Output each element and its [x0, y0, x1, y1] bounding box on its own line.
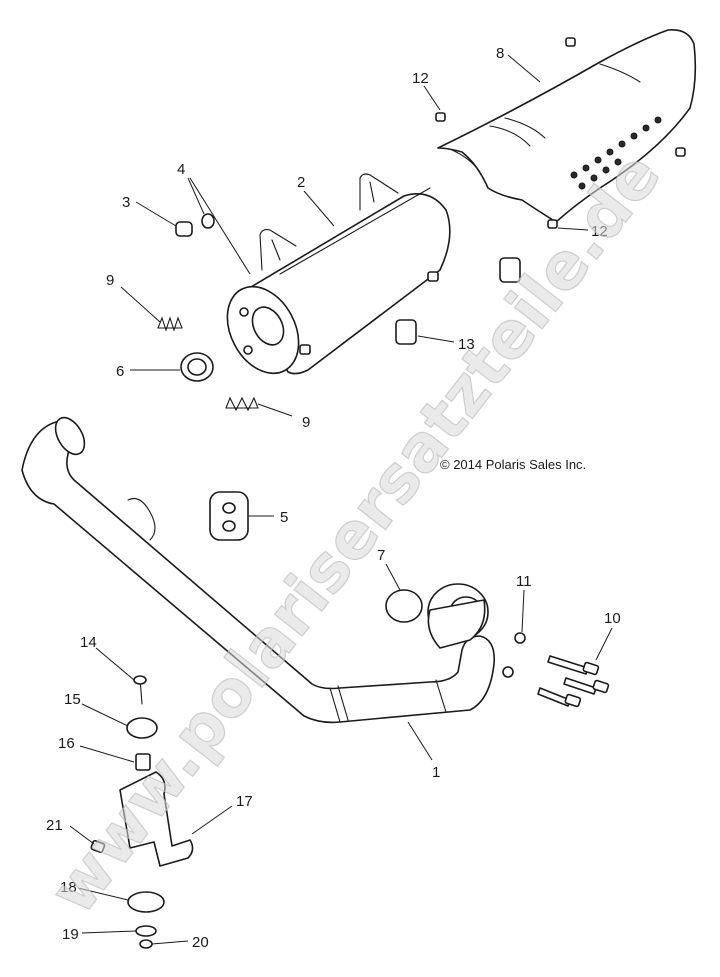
- callout-14: 14: [80, 634, 97, 651]
- callout-1: 1: [432, 764, 440, 781]
- washer-19: [135, 925, 157, 937]
- bolt-21: [90, 839, 106, 853]
- heat-shield-vent-holes: [570, 116, 662, 190]
- callout-9-bottom: 9: [302, 414, 310, 431]
- callout-11: 11: [516, 573, 532, 590]
- exhaust-pipe: [21, 416, 496, 724]
- callout-8: 8: [496, 45, 504, 62]
- callout-21: 21: [46, 817, 63, 834]
- callout-2: 2: [297, 174, 305, 191]
- bolts-10: [537, 655, 610, 708]
- exhaust-flange: [427, 583, 489, 649]
- nut-20: [139, 939, 153, 949]
- callout-12-side: 12: [591, 223, 608, 240]
- heat-shield: [437, 28, 697, 223]
- callout-20: 20: [192, 934, 209, 951]
- isolator-13-upper: [499, 257, 521, 283]
- callout-10: 10: [604, 610, 621, 627]
- spacer-16: [135, 753, 151, 771]
- gasket-7: [385, 589, 423, 623]
- plug-3: [175, 221, 193, 237]
- isolator-13-lower: [395, 319, 417, 345]
- callout-16: 16: [58, 735, 75, 752]
- washer-11: [502, 632, 526, 678]
- callout-18: 18: [60, 879, 77, 896]
- mount-bracket-17: [119, 771, 194, 867]
- callout-4: 4: [177, 161, 185, 178]
- callout-19: 19: [62, 926, 79, 943]
- callout-3: 3: [122, 194, 130, 211]
- isolator-5: [209, 491, 249, 541]
- spring-9-top: [157, 316, 183, 332]
- seal-ring-6: [180, 352, 214, 382]
- copyright-notice: © 2014 Polaris Sales Inc.: [440, 457, 586, 472]
- leader-lines: [69, 54, 613, 945]
- callout-5: 5: [280, 509, 288, 526]
- spring-9-bottom: [225, 396, 259, 412]
- shield-screw-top: [435, 37, 686, 157]
- muffler: [226, 173, 451, 375]
- callout-15: 15: [64, 691, 81, 708]
- grommet-15: [126, 717, 158, 739]
- gasket-4: [201, 213, 215, 229]
- callout-17: 17: [236, 793, 253, 810]
- callout-7: 7: [377, 547, 385, 564]
- callout-9-top: 9: [106, 272, 114, 289]
- shield-screw-side: [547, 219, 558, 229]
- grommet-18: [127, 891, 165, 913]
- callout-13: 13: [458, 336, 475, 353]
- callout-6: 6: [116, 363, 124, 380]
- bolt-14: [133, 675, 147, 705]
- callout-12-top: 12: [412, 70, 429, 87]
